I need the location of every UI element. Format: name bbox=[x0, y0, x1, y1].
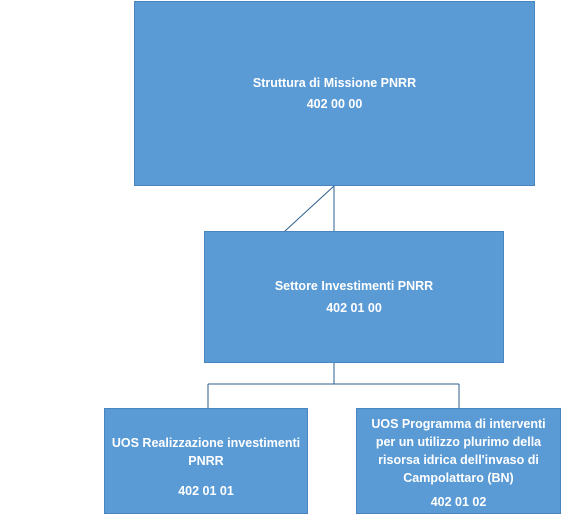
node-title: Struttura di Missione PNRR bbox=[252, 75, 417, 90]
node-title: UOS Realizzazione investimenti PNRR bbox=[111, 435, 301, 468]
node-settore-investimenti: Settore Investimenti PNRR 402 01 00 bbox=[204, 231, 504, 363]
node-code: 402 00 00 bbox=[306, 97, 363, 111]
node-uos-realizzazione: UOS Realizzazione investimenti PNRR 402 … bbox=[104, 408, 308, 514]
node-uos-programma: UOS Programma di interventi per un utili… bbox=[356, 408, 561, 514]
node-code: 402 01 02 bbox=[430, 495, 487, 510]
node-title: Settore Investimenti PNRR bbox=[274, 279, 434, 294]
node-code: 402 01 00 bbox=[326, 300, 382, 315]
node-struttura-missione: Struttura di Missione PNRR 402 00 00 bbox=[134, 1, 535, 186]
node-title: UOS Programma di interventi per un utili… bbox=[371, 416, 546, 486]
connector-root-mid-diagonal bbox=[284, 185, 335, 232]
node-code: 402 01 01 bbox=[178, 484, 234, 499]
